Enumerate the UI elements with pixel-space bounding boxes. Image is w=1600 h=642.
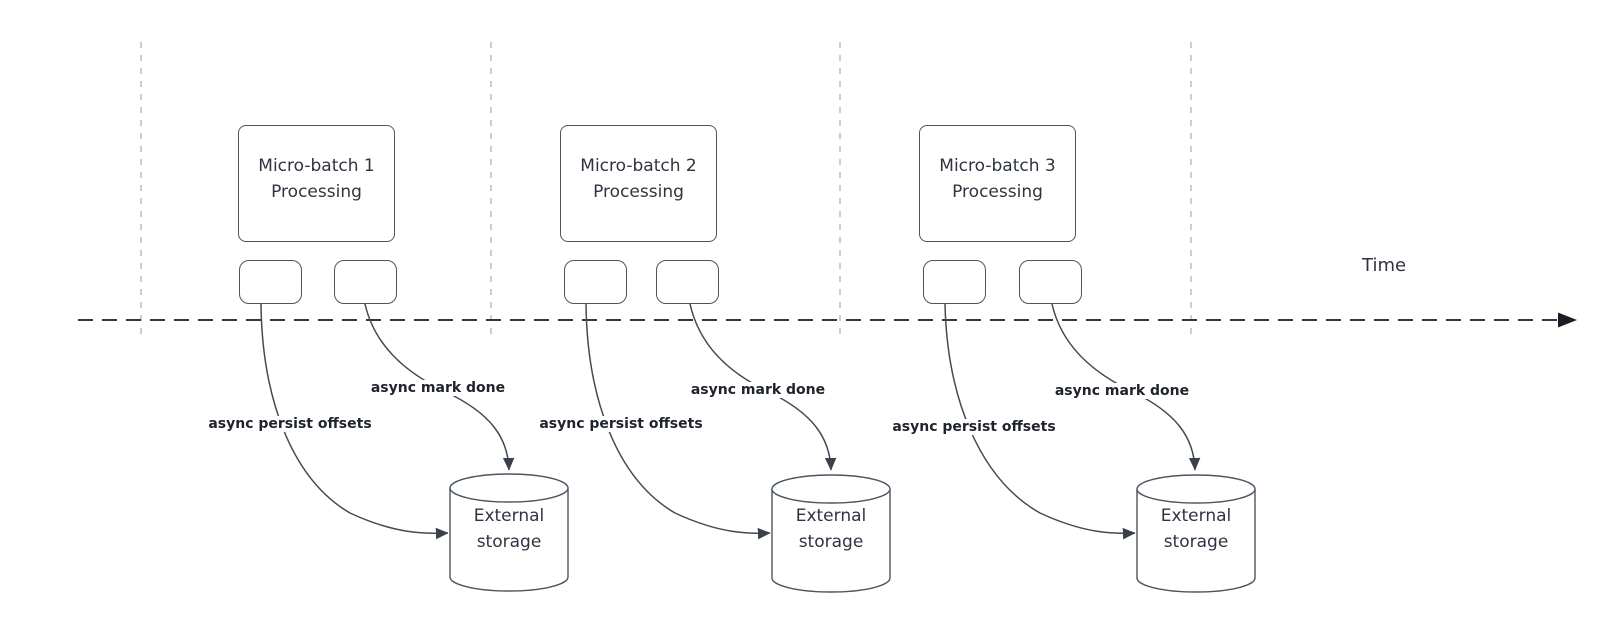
mark-done-node-3 — [1019, 260, 1082, 304]
micro-batch-1-box: Micro-batch 1 Processing — [238, 125, 395, 242]
micro-batch-3-subtitle: Processing — [952, 181, 1043, 202]
mark-done-label-2: async mark done — [687, 382, 829, 398]
cylinder-body — [1136, 489, 1256, 593]
storage-label-2-line1: External — [795, 506, 867, 526]
micro-batch-1-subtitle: Processing — [271, 181, 362, 202]
persist-offsets-node-1 — [239, 260, 302, 304]
persist-offsets-arrow-1 — [260, 303, 449, 540]
persist-offsets-node-2 — [564, 260, 627, 304]
persist-offsets-label-2: async persist offsets — [536, 416, 706, 432]
mark-done-node-1 — [334, 260, 397, 304]
time-axis-arrowhead — [1558, 312, 1577, 328]
storage-label-3-line1: External — [1160, 506, 1232, 526]
cylinder-top — [1136, 474, 1256, 504]
mark-done-label-1: async mark done — [367, 380, 509, 396]
storage-cylinder-1 — [449, 473, 569, 592]
storage-cylinder-3 — [1136, 474, 1256, 593]
mark-done-label-3: async mark done — [1051, 383, 1193, 399]
storage-label-3: External storage — [1137, 503, 1255, 555]
cylinder-body — [771, 489, 891, 593]
micro-batch-3-box: Micro-batch 3 Processing — [919, 125, 1076, 242]
time-label: Time — [1362, 255, 1407, 276]
storage-label-1-line2: storage — [476, 532, 542, 552]
persist-offsets-node-3 — [923, 260, 986, 304]
cylinder-top — [449, 473, 569, 503]
persist-offsets-arrow-2 — [585, 303, 771, 540]
storage-label-1-line1: External — [473, 506, 545, 526]
micro-batch-2-subtitle: Processing — [593, 181, 684, 202]
cylinder-top — [771, 474, 891, 504]
micro-batch-2-box: Micro-batch 2 Processing — [560, 125, 717, 242]
storage-label-2-line2: storage — [798, 532, 864, 552]
storage-label-1: External storage — [450, 503, 568, 555]
micro-batch-2-title: Micro-batch 2 — [580, 155, 697, 176]
micro-batch-1-title: Micro-batch 1 — [258, 155, 375, 176]
persist-offsets-label-1: async persist offsets — [205, 416, 375, 432]
storage-label-3-line2: storage — [1163, 532, 1229, 552]
storage-label-2: External storage — [772, 503, 890, 555]
cylinder-body — [449, 488, 569, 592]
storage-cylinder-2 — [771, 474, 891, 593]
micro-batch-3-title: Micro-batch 3 — [939, 155, 1056, 176]
persist-offsets-arrow-3 — [944, 303, 1136, 540]
mark-done-node-2 — [656, 260, 719, 304]
persist-offsets-label-3: async persist offsets — [889, 419, 1059, 435]
